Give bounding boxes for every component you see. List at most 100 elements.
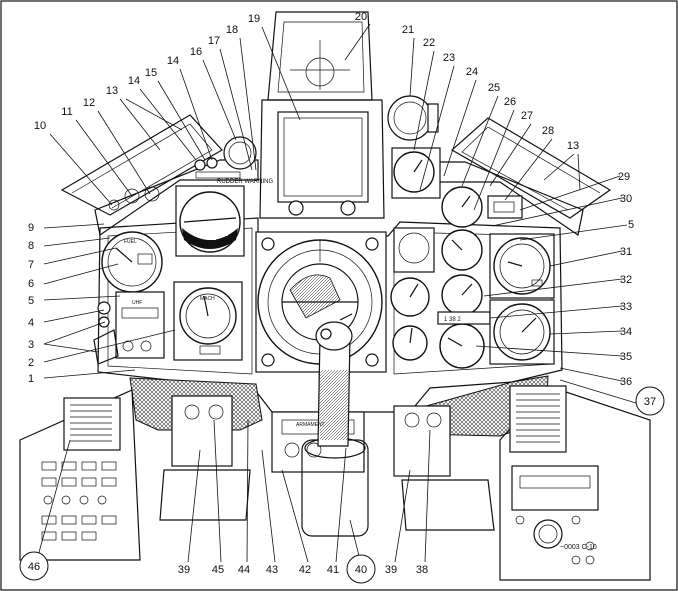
leader-line xyxy=(139,88,197,161)
callout-c24: 24 xyxy=(443,66,478,177)
callout-c20: 20 xyxy=(344,11,371,61)
callout-c42: 42 xyxy=(281,469,311,576)
leader-line xyxy=(419,65,455,191)
callout-number: 6 xyxy=(28,278,34,290)
callout-c16: 16 xyxy=(190,46,237,141)
leader-line xyxy=(473,109,515,211)
callout-number: 35 xyxy=(620,351,632,363)
leader-line xyxy=(37,439,71,557)
callout-c2: 2 xyxy=(28,329,176,369)
callout-number: 14 xyxy=(128,75,140,87)
callout-c30: 30 xyxy=(491,193,632,227)
callout-number: 25 xyxy=(488,82,500,94)
instrument-labels: RUDDER WARNING FUEL 1 38 2 UHF MACH ARMA… xyxy=(124,179,461,428)
callout-number: 9 xyxy=(28,222,34,234)
callout-number: 20 xyxy=(355,11,367,23)
callout-number: 44 xyxy=(238,564,250,576)
callout-number: 7 xyxy=(28,259,34,271)
callout-circle xyxy=(19,551,49,581)
callout-c1: 1 xyxy=(28,369,136,385)
callout-number: 13 xyxy=(106,85,118,97)
leader-line xyxy=(549,330,623,335)
callout-number: 33 xyxy=(620,301,632,313)
callout-c5a: 5 xyxy=(28,295,121,307)
radio-panel-label: UHF xyxy=(132,300,142,306)
leader-line xyxy=(219,48,253,171)
callout-c38: 38 xyxy=(416,429,431,576)
callout-number: 15 xyxy=(145,67,157,79)
callout-c28: 28 xyxy=(504,125,554,201)
callout-number: 30 xyxy=(620,193,632,205)
callout-c14b: 14 xyxy=(167,55,213,161)
callout-c36: 36 xyxy=(559,367,632,388)
callout-c21: 21 xyxy=(402,24,415,97)
leader-line xyxy=(424,429,431,563)
drawing-number: ~0003 C-10 xyxy=(560,544,597,551)
callout-number: 5 xyxy=(28,295,34,307)
leader-line xyxy=(335,447,347,563)
callout-number: 39 xyxy=(178,564,190,576)
leader-line xyxy=(344,23,371,61)
callout-number: 27 xyxy=(521,110,533,122)
leader-line xyxy=(559,379,637,404)
callout-c46: 46 xyxy=(19,439,71,581)
callout-number: 26 xyxy=(504,96,516,108)
leader-line xyxy=(43,247,117,265)
leader-line xyxy=(549,250,623,267)
callout-c27: 27 xyxy=(489,110,533,187)
callout-number: 39 xyxy=(385,564,397,576)
leader-line xyxy=(213,419,222,563)
callout-number: 18 xyxy=(226,24,238,36)
leader-line xyxy=(246,419,249,563)
callout-number: 46 xyxy=(28,561,40,573)
callout-c7: 7 xyxy=(28,247,117,271)
leader-line xyxy=(43,309,105,323)
callout-c17: 17 xyxy=(208,35,253,171)
callout-c29: 29 xyxy=(519,171,630,211)
callout-number: 38 xyxy=(416,564,428,576)
leader-line xyxy=(157,80,206,161)
leader-line xyxy=(559,367,623,382)
leader-line xyxy=(119,98,161,151)
callout-c9: 9 xyxy=(28,222,105,234)
callout-number: 8 xyxy=(28,240,34,252)
callout-number: 31 xyxy=(620,246,632,258)
callout-c14a: 14 xyxy=(128,75,197,161)
callout-number: 45 xyxy=(212,564,224,576)
callout-circle xyxy=(635,386,665,416)
leader-line xyxy=(43,343,99,353)
callout-c5b: 5 xyxy=(519,219,634,241)
callout-number: 24 xyxy=(466,66,478,78)
callout-c25: 25 xyxy=(461,82,500,187)
callout-number: 28 xyxy=(542,125,554,137)
leader-line xyxy=(519,175,621,211)
callout-number: 37 xyxy=(644,396,656,408)
leader-line xyxy=(489,123,532,187)
callout-number: 3 xyxy=(28,339,34,351)
leader-line xyxy=(475,345,623,357)
left-console xyxy=(19,389,141,561)
leader-line xyxy=(43,321,106,345)
callout-number: 19 xyxy=(248,13,260,25)
leader-line xyxy=(97,110,151,195)
callout-number: 16 xyxy=(190,46,202,58)
callout-c33: 33 xyxy=(489,301,632,319)
callout-number: 11 xyxy=(61,106,72,118)
callout-number: 4 xyxy=(28,317,34,329)
callout-c39b: 39 xyxy=(385,469,411,576)
stick-panel-label: ARMAMENT xyxy=(296,422,325,428)
callout-number: 23 xyxy=(443,52,455,64)
fuel-gauge-label: FUEL xyxy=(124,239,137,245)
leader-line xyxy=(187,449,201,563)
leader-line xyxy=(43,237,111,247)
leader-line xyxy=(43,295,121,301)
leader-line xyxy=(43,263,119,285)
callout-c6: 6 xyxy=(28,263,119,290)
callout-c44: 44 xyxy=(238,419,250,576)
callout-number: 1 xyxy=(28,373,34,385)
digit-readout: 1 38 2 xyxy=(444,317,461,323)
warning-lamp-label: RUDDER WARNING xyxy=(217,179,273,185)
leader-line xyxy=(489,305,623,319)
leader-line xyxy=(281,469,309,563)
